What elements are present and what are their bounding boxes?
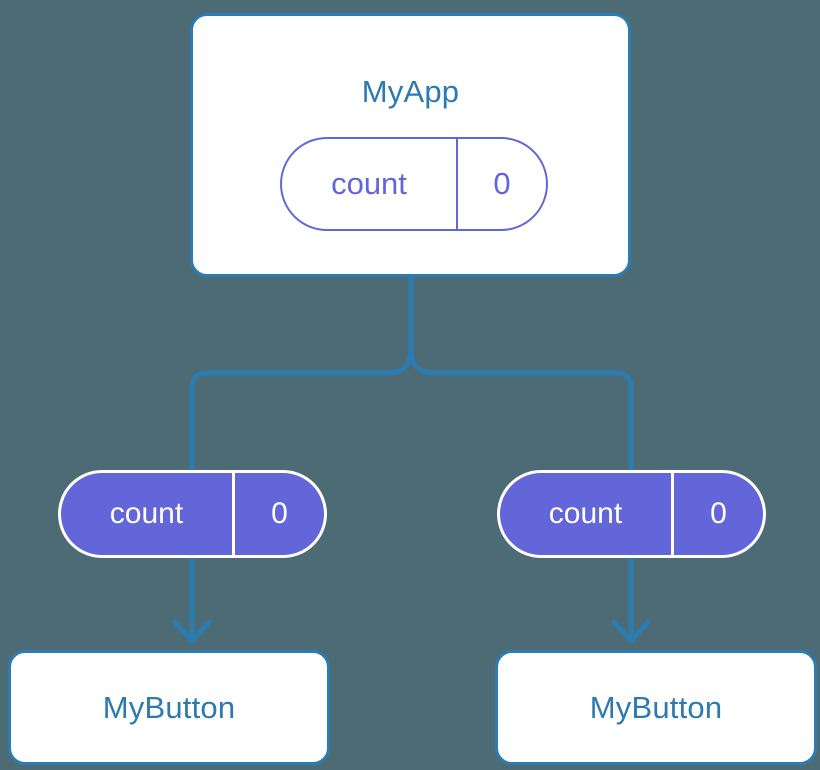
state-value-left: 0	[271, 497, 288, 530]
component-label-mybutton-right: MyButton	[589, 689, 723, 725]
component-node-mybutton-right[interactable]: MyButton	[495, 650, 817, 765]
state-key-left: count	[61, 473, 235, 555]
state-pill-left[interactable]: count 0	[58, 470, 327, 558]
state-value-myapp: 0	[493, 166, 511, 201]
state-key-right: count	[500, 473, 674, 555]
state-pill-myapp[interactable]: count 0	[280, 137, 548, 231]
arrowhead-left-icon	[172, 619, 212, 644]
connector-split-to-right-pill	[408, 344, 634, 473]
component-label-mybutton-left: MyButton	[102, 689, 236, 725]
component-node-mybutton-left[interactable]: MyButton	[8, 650, 330, 765]
component-label-myapp: MyApp	[361, 74, 460, 109]
state-value-right: 0	[710, 497, 727, 530]
arrowhead-right-icon	[611, 619, 651, 644]
state-pill-right[interactable]: count 0	[497, 470, 766, 558]
connector-split-to-left-pill	[189, 344, 414, 473]
component-node-myapp[interactable]: MyApp count 0	[190, 13, 631, 277]
state-key-myapp: count	[282, 139, 458, 229]
